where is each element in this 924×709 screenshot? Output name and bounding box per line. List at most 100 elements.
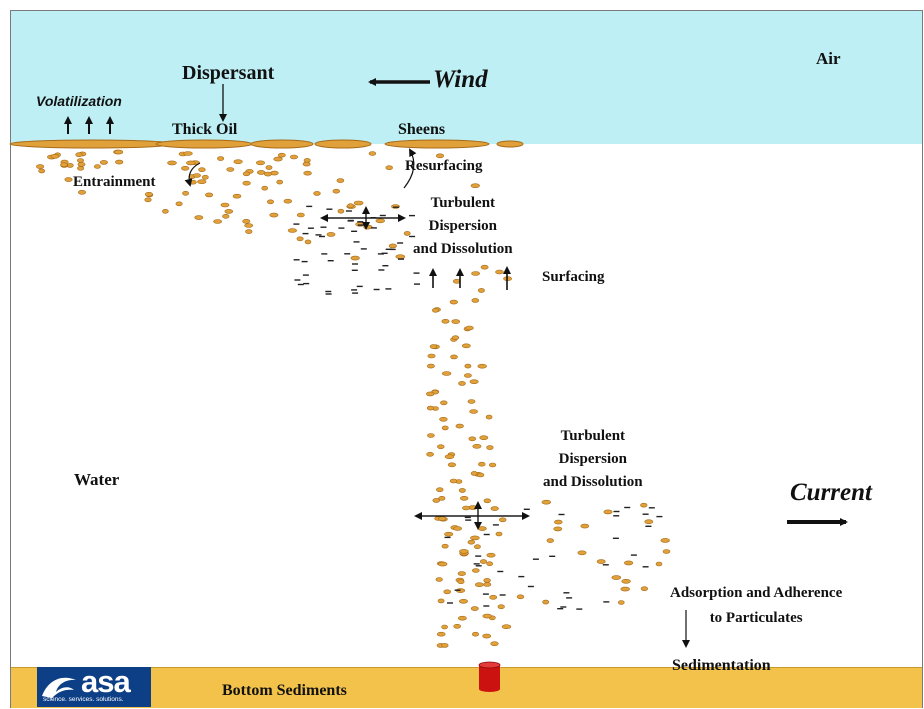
oil-droplet bbox=[617, 600, 625, 605]
oil-droplet bbox=[437, 444, 445, 450]
oil-droplet bbox=[640, 502, 648, 508]
oil-droplet bbox=[577, 550, 587, 556]
oil-droplet bbox=[78, 190, 87, 195]
oil-droplet bbox=[467, 539, 475, 545]
oil-droplet bbox=[336, 178, 345, 183]
oil-droplet bbox=[192, 173, 201, 178]
oil-droplet bbox=[516, 594, 525, 600]
oil-droplet bbox=[313, 191, 321, 196]
oil-droplet bbox=[175, 201, 183, 207]
logo-tagline: science. services. solutions. bbox=[43, 696, 124, 703]
oil-droplet bbox=[426, 391, 435, 397]
oil-droplet bbox=[459, 549, 469, 554]
oil-droplet bbox=[303, 158, 311, 163]
oil-droplet bbox=[427, 353, 436, 359]
oil-droplet bbox=[265, 165, 273, 170]
entrainment-arrow bbox=[184, 162, 201, 187]
oil-droplet bbox=[437, 598, 445, 604]
oil-droplet bbox=[64, 177, 73, 182]
oil-droplet bbox=[115, 159, 124, 165]
oil-droplet bbox=[463, 373, 472, 378]
oil-droplet bbox=[432, 498, 441, 503]
oil-droplet bbox=[375, 218, 385, 224]
oil-droplet bbox=[263, 171, 272, 177]
oil-droplet bbox=[242, 171, 251, 177]
oil-droplet bbox=[483, 498, 491, 504]
oil-droplet bbox=[473, 544, 481, 550]
oil-droplet bbox=[644, 519, 654, 525]
air-label: Air bbox=[816, 49, 841, 68]
oil-droplet bbox=[347, 203, 354, 208]
oil-droplet bbox=[483, 582, 492, 587]
oil-droplet bbox=[296, 236, 304, 242]
air-layer bbox=[11, 11, 922, 144]
oil-droplet bbox=[464, 363, 472, 369]
oil-droplet bbox=[99, 160, 108, 165]
oil-droplet bbox=[276, 179, 284, 185]
oil-droplet bbox=[395, 254, 406, 260]
slick-left-sheen bbox=[314, 139, 372, 149]
oil-droplet bbox=[603, 509, 613, 515]
oil-droplet bbox=[660, 538, 670, 543]
oil-droplet bbox=[287, 228, 298, 233]
bottom-sediment-layer bbox=[11, 667, 922, 708]
oil-droplet bbox=[495, 531, 503, 537]
oil-droplet bbox=[477, 363, 487, 369]
oil-droplet bbox=[269, 212, 279, 218]
wind-label: Wind bbox=[433, 66, 488, 93]
oil-droplet bbox=[181, 166, 190, 171]
lower-turbulent-line-2: Dispersion bbox=[558, 451, 627, 467]
lower-turbulent-line-3: and Dissolution bbox=[543, 474, 643, 490]
oil-droplet bbox=[217, 156, 225, 161]
sediment-trap bbox=[478, 661, 501, 692]
oil-droplet bbox=[162, 209, 169, 214]
oil-droplet bbox=[441, 624, 448, 630]
oil-droplet bbox=[470, 606, 479, 611]
oil-droplet bbox=[471, 298, 480, 303]
oil-droplet bbox=[472, 443, 482, 449]
slick-middle bbox=[250, 139, 314, 149]
oil-droplet bbox=[497, 604, 505, 610]
oil-droplet bbox=[277, 152, 286, 158]
oil-droplet bbox=[144, 192, 153, 197]
oil-droplet bbox=[457, 615, 467, 621]
oil-droplet bbox=[94, 164, 101, 169]
oil-droplet bbox=[482, 613, 492, 619]
oil-droplet bbox=[621, 578, 631, 584]
oil-droplet bbox=[479, 559, 487, 564]
oil-droplet bbox=[620, 586, 630, 592]
upper-turbulent-line-1: Turbulent bbox=[430, 195, 496, 211]
oil-droplet bbox=[435, 153, 445, 159]
oil-droplet bbox=[458, 488, 466, 493]
asa-logo: asa science. services. solutions. bbox=[37, 667, 151, 707]
oil-droplet bbox=[296, 212, 305, 218]
oil-droplet bbox=[479, 435, 489, 441]
oil-droplet bbox=[623, 560, 634, 566]
oil-droplet bbox=[478, 461, 486, 467]
oil-droplet bbox=[499, 517, 507, 523]
wave-logo-icon bbox=[42, 677, 76, 698]
lower-turbulent-dispersion-label: Turbulent Dispersion and Dissolution bbox=[543, 425, 643, 494]
logo-wordmark: asa bbox=[81, 667, 131, 699]
adsorption-line-2: to Particulates bbox=[709, 610, 803, 626]
adsorption-label: Adsorption and Adherence to Particulates bbox=[670, 581, 842, 631]
oil-droplet bbox=[471, 568, 480, 573]
oil-droplet bbox=[546, 538, 554, 543]
oil-droplet bbox=[303, 170, 312, 176]
oil-droplet bbox=[426, 405, 435, 411]
oil-droplet bbox=[451, 319, 461, 324]
oil-droplet bbox=[77, 162, 86, 167]
oil-droplet bbox=[453, 623, 462, 629]
oil-droplet bbox=[332, 188, 340, 194]
oil-droplet bbox=[444, 454, 455, 460]
oil-droplet bbox=[350, 255, 360, 261]
oil-droplet bbox=[468, 436, 477, 442]
oil-droplet bbox=[388, 243, 397, 249]
oil-droplet bbox=[470, 183, 480, 188]
oil-droplet bbox=[283, 198, 292, 204]
oil-droplet bbox=[469, 379, 479, 385]
oil-droplet bbox=[242, 180, 251, 186]
oil-droplet bbox=[431, 307, 439, 313]
oil-droplet bbox=[482, 633, 492, 639]
oil-droplet bbox=[453, 526, 462, 531]
